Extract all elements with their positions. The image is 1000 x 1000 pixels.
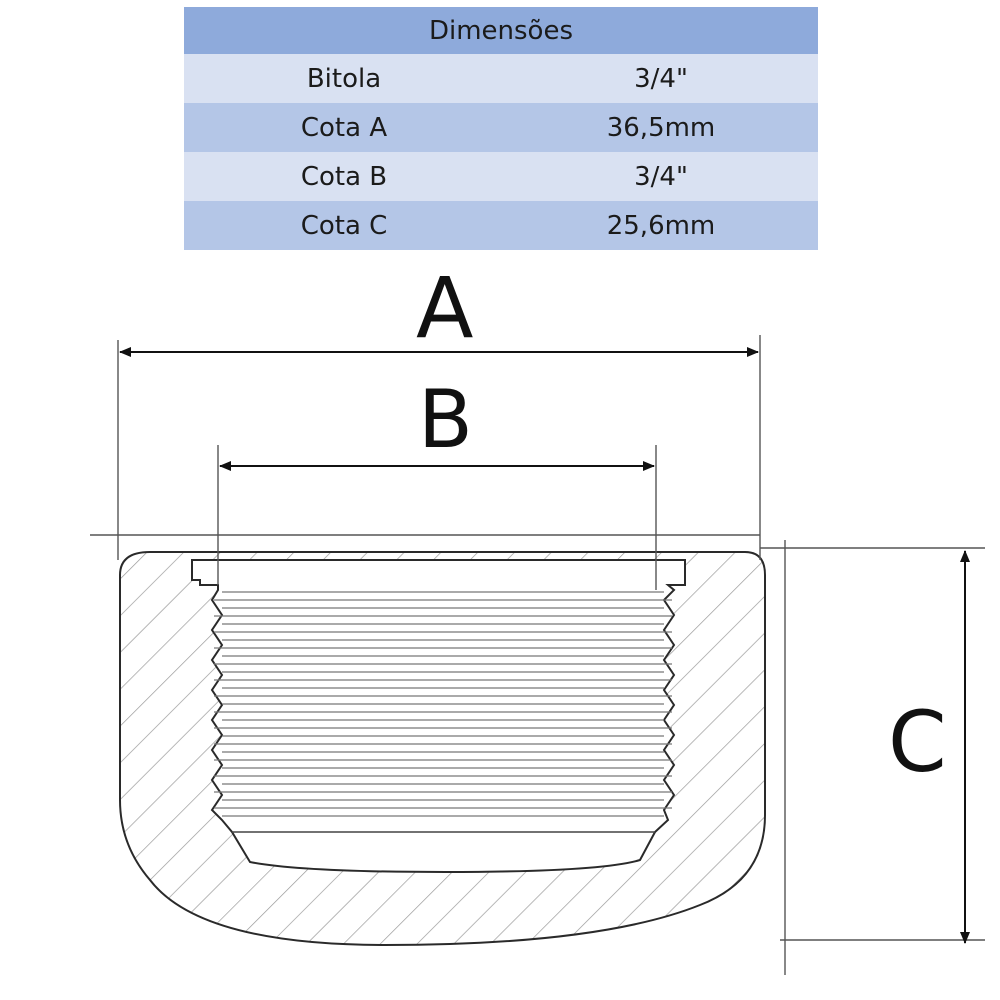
table-title: Dimensões [428, 15, 574, 46]
dimension-label-a: A [416, 259, 474, 357]
cap-wall-section [119, 551, 766, 947]
table-row: Cota B 3/4" [184, 152, 818, 201]
table-row: Cota C 25,6mm [184, 201, 818, 250]
table-row: Cota A 36,5mm [184, 103, 818, 152]
row-value: 3/4" [634, 161, 688, 192]
row-value: 25,6mm [606, 210, 716, 241]
row-label: Cota C [300, 210, 388, 241]
dimension-label-c: C [888, 693, 947, 791]
extension-lines [90, 335, 985, 975]
row-value: 36,5mm [606, 112, 716, 143]
dimension-label-b: B [418, 373, 473, 466]
row-value: 3/4" [634, 63, 688, 94]
table-row: Bitola 3/4" [184, 54, 818, 103]
row-label: Cota B [300, 161, 388, 192]
table-header-row: Dimensões [184, 7, 818, 54]
dimensions-table: Dimensões Bitola 3/4" Cota A 36,5mm Cota… [184, 7, 818, 250]
row-label: Cota A [300, 112, 388, 143]
thread-lines [214, 591, 672, 817]
row-label: Bitola [306, 63, 382, 94]
